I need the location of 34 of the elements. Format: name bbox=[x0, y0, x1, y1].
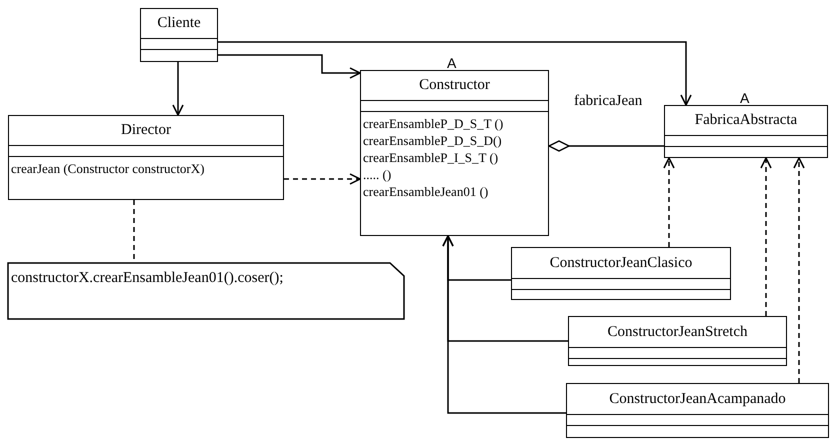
dashed-arrow bbox=[760, 157, 772, 316]
arrow bbox=[218, 41, 692, 106]
class-name: FabricaAbstracta bbox=[694, 112, 798, 129]
dashed-arrow bbox=[663, 157, 675, 247]
abstract-marker: A bbox=[447, 55, 456, 71]
note-text: constructorX.crearEnsambleJean01().coser(); bbox=[11, 270, 284, 287]
class-name: ConstructorJeanStretch bbox=[608, 324, 748, 340]
dashed-arrow bbox=[284, 173, 361, 185]
method-signature: crearEnsambleJean01 () bbox=[362, 183, 490, 200]
dashed-arrow bbox=[793, 157, 805, 383]
abstract-marker: A bbox=[740, 90, 750, 106]
class-name: ConstructorJeanClasico bbox=[550, 254, 692, 272]
method-signature: crearEnsambleP_I_S_T () bbox=[362, 149, 500, 166]
class-box bbox=[140, 8, 218, 62]
arrow bbox=[172, 62, 184, 116]
class-name: ConstructorJeanAcampanado bbox=[609, 390, 786, 408]
class-box bbox=[664, 105, 828, 158]
class-box bbox=[511, 247, 731, 300]
method-signature: ..... () bbox=[362, 166, 392, 183]
class-box bbox=[8, 115, 284, 200]
class-box bbox=[566, 383, 829, 438]
arrow bbox=[442, 235, 566, 414]
dashed-line bbox=[133, 200, 135, 262]
class-box bbox=[360, 70, 549, 236]
class-name: Director bbox=[121, 122, 171, 139]
class-name: Constructor bbox=[419, 77, 490, 94]
method-signature: crearEnsambleP_D_S_D() bbox=[362, 132, 503, 149]
class-name: Cliente bbox=[157, 15, 201, 32]
arrow bbox=[218, 54, 361, 79]
method-signature: crearEnsambleP_D_S_T () bbox=[362, 115, 504, 132]
class-box bbox=[568, 316, 787, 366]
aggregation-line bbox=[548, 140, 664, 152]
method-signature: crearJean (Constructor constructorX) bbox=[10, 160, 206, 177]
note-box bbox=[7, 262, 405, 320]
